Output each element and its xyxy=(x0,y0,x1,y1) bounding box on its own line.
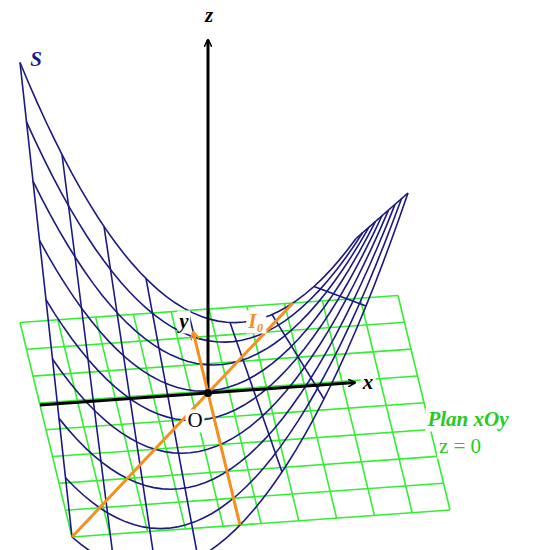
axis-name: z xyxy=(203,4,215,27)
mesh-line xyxy=(20,63,356,323)
mesh-line xyxy=(59,204,395,489)
plane-name: Plan xOy xyxy=(425,408,510,431)
surface-mesh xyxy=(20,63,408,550)
mesh-line xyxy=(33,181,369,365)
z-axis xyxy=(207,40,210,393)
mesh-line xyxy=(27,122,363,342)
plane-equation: z = 0 xyxy=(437,435,483,458)
grid-line xyxy=(46,403,424,430)
origin-dot xyxy=(204,389,212,397)
surface-name: S xyxy=(28,48,44,71)
axis-name: x xyxy=(361,371,376,394)
axes xyxy=(40,40,355,537)
grid-line xyxy=(66,483,444,510)
intersection-line xyxy=(72,303,293,537)
mesh-line xyxy=(66,199,402,529)
mesh-line xyxy=(104,227,156,550)
mesh-line xyxy=(53,210,389,453)
grid-line xyxy=(59,456,437,483)
axis-name: y xyxy=(177,310,190,333)
line-name: I₀ xyxy=(246,310,266,333)
x-axis xyxy=(40,383,355,406)
origin-name: O xyxy=(185,409,204,432)
mesh-line xyxy=(62,155,114,550)
